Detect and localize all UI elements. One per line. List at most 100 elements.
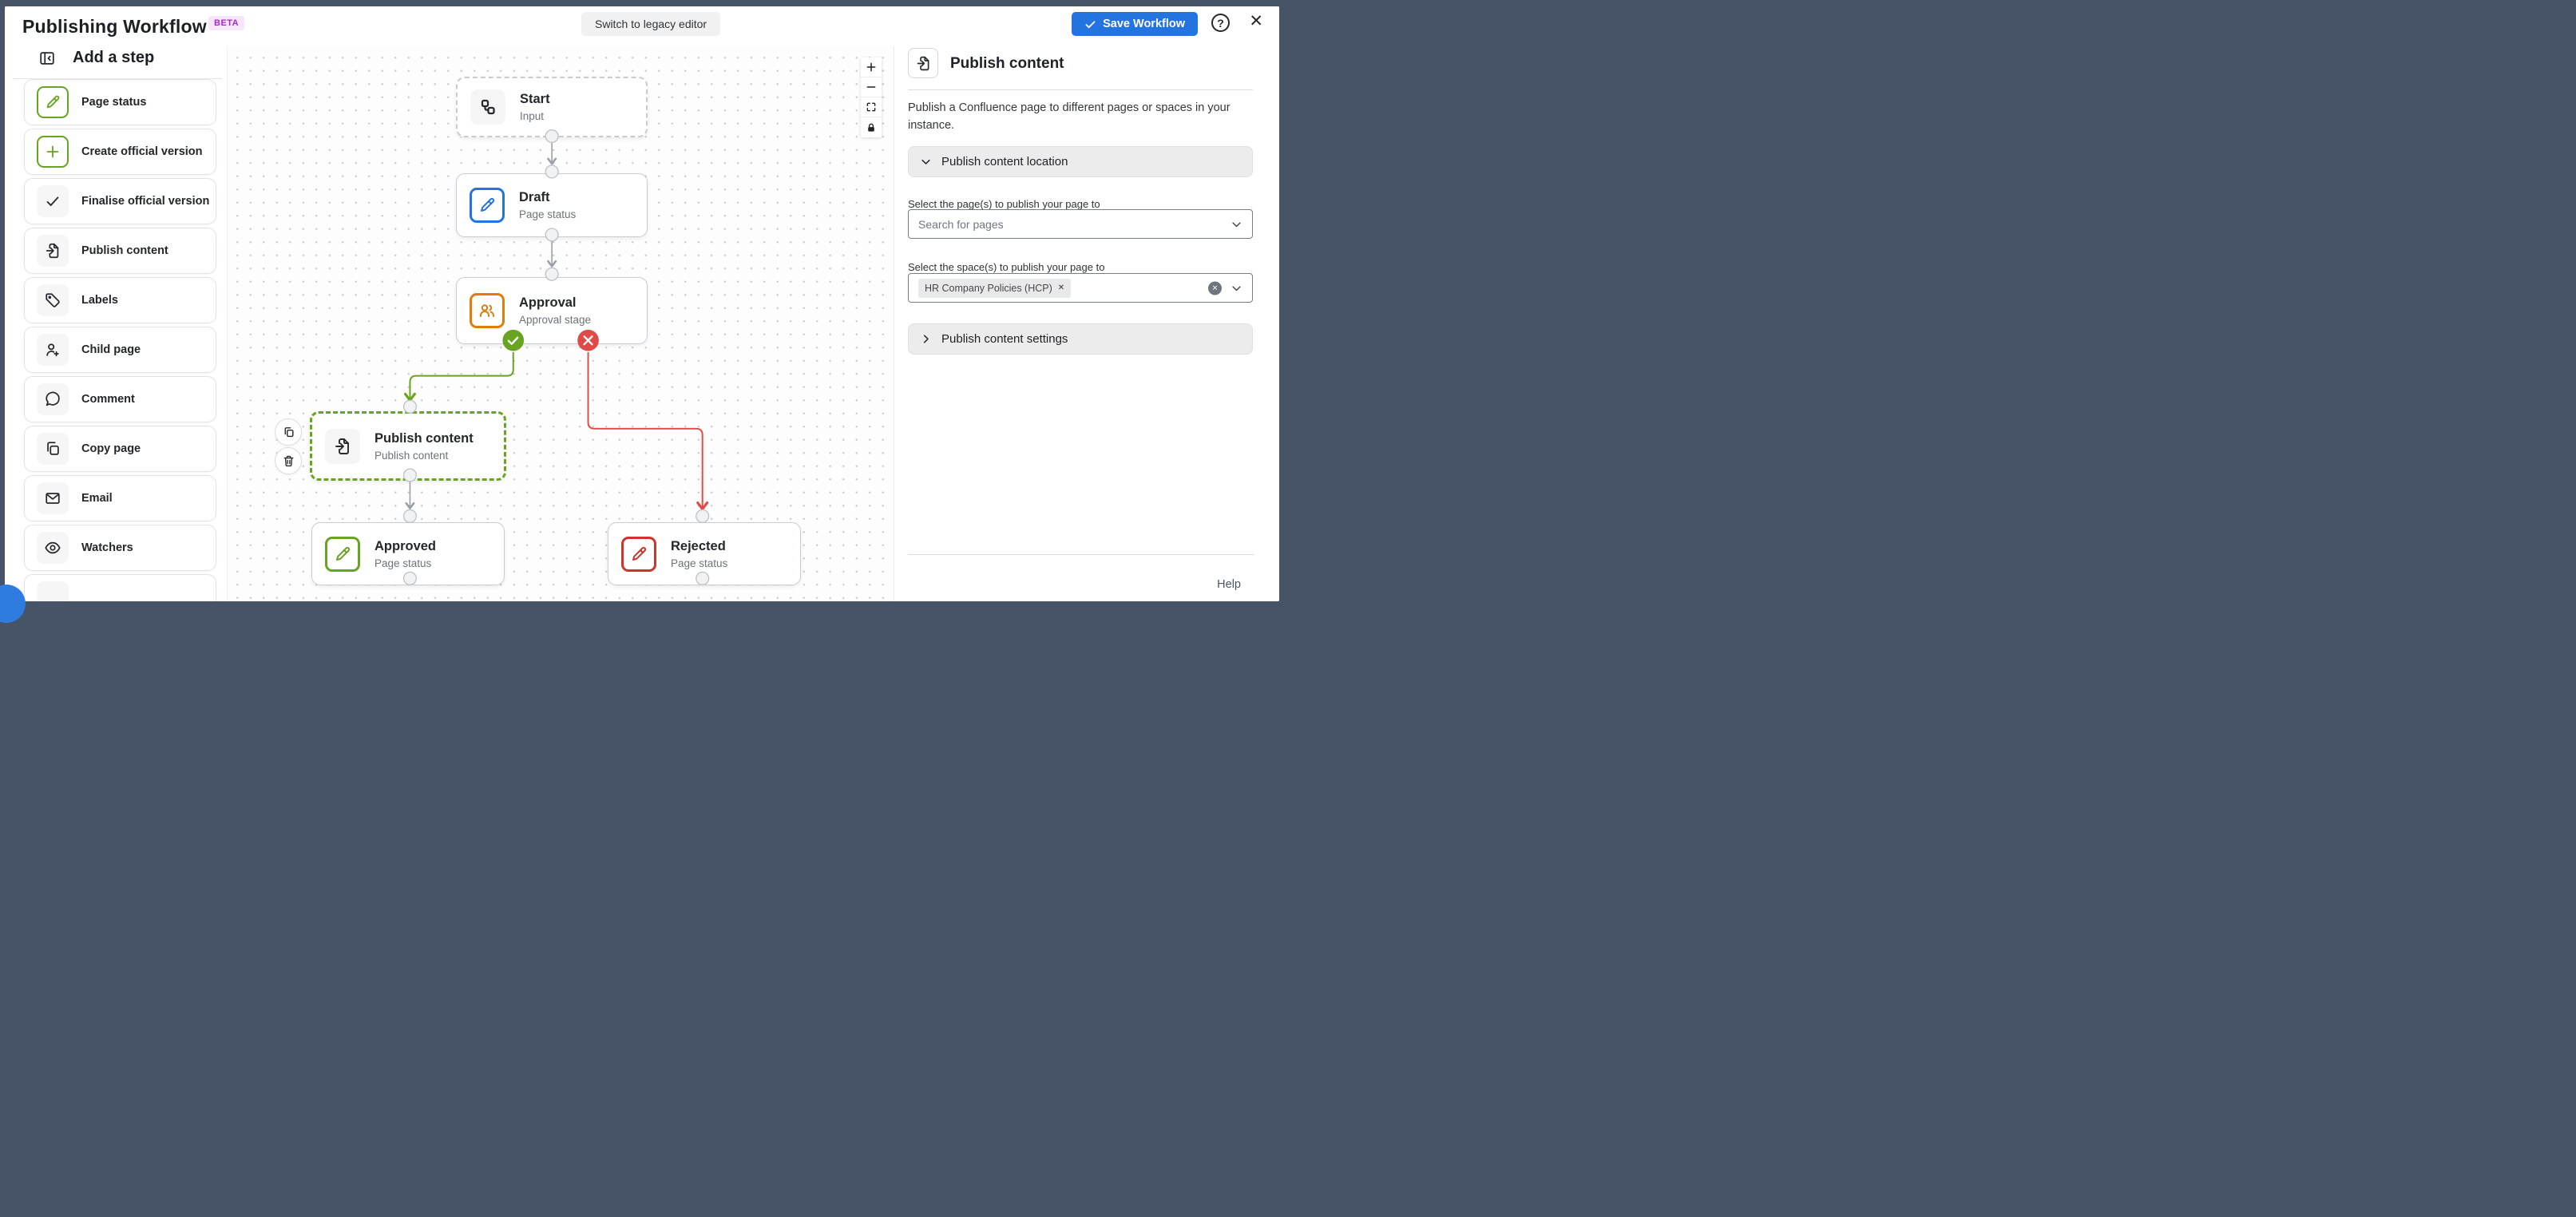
collapse-panel-icon[interactable] bbox=[38, 50, 56, 67]
sidebar-header: Add a step bbox=[5, 48, 227, 79]
accordion-label: Publish content location bbox=[941, 155, 1068, 168]
chevron-down-icon[interactable] bbox=[1231, 282, 1242, 294]
node-title: Start bbox=[520, 92, 550, 106]
sidebar-item-labels[interactable]: Labels bbox=[24, 277, 216, 323]
panel-divider bbox=[908, 89, 1253, 90]
node-title: Approval bbox=[519, 295, 577, 310]
close-icon[interactable]: ✕ bbox=[1249, 12, 1263, 30]
sidebar-item-label: Copy page bbox=[81, 442, 141, 455]
node-subtitle: Input bbox=[520, 110, 545, 122]
check-icon bbox=[37, 185, 69, 217]
save-workflow-label: Save Workflow bbox=[1103, 18, 1185, 30]
comment-icon bbox=[37, 383, 69, 415]
node-subtitle: Page status bbox=[671, 557, 728, 569]
sidebar-item-comment[interactable]: Comment bbox=[24, 376, 216, 422]
add-step-sidebar: Add a step Page status Create official v… bbox=[5, 46, 228, 601]
node-title: Draft bbox=[519, 190, 550, 204]
switch-to-legacy-editor-button[interactable]: Switch to legacy editor bbox=[581, 12, 721, 36]
app-window: Publishing Workflow BETA Switch to legac… bbox=[5, 6, 1279, 601]
pages-select-input[interactable]: Search for pages bbox=[908, 209, 1253, 239]
help-link[interactable]: Help bbox=[1217, 578, 1241, 591]
sidebar-item-page-status[interactable]: Page status bbox=[24, 79, 216, 125]
node-title: Approved bbox=[375, 538, 437, 553]
sidebar-item-watchers[interactable]: Watchers bbox=[24, 525, 216, 571]
fit-view-button[interactable] bbox=[861, 97, 882, 117]
node-subtitle: Page status bbox=[375, 557, 432, 569]
sidebar-divider bbox=[13, 78, 222, 79]
sidebar-item-publish-content[interactable]: Publish content bbox=[24, 228, 216, 274]
page-title: Publishing Workflow bbox=[22, 16, 207, 37]
plus-icon bbox=[37, 136, 69, 168]
publish-content-settings-accordion[interactable]: Publish content settings bbox=[908, 323, 1253, 355]
sidebar-item-label: Email bbox=[81, 492, 113, 505]
node-title: Rejected bbox=[671, 538, 726, 553]
chevron-down-icon[interactable] bbox=[1231, 218, 1242, 230]
copy-icon bbox=[37, 433, 69, 465]
node-title: Publish content bbox=[375, 430, 474, 446]
zoom-out-button[interactable] bbox=[861, 77, 882, 97]
check-icon bbox=[1085, 20, 1096, 28]
sidebar-item-child-page[interactable]: Child page bbox=[24, 327, 216, 373]
sidebar-item-label: Create official version bbox=[81, 145, 203, 158]
sidebar-item-label: Comment bbox=[81, 393, 135, 406]
panel-footer-divider bbox=[908, 554, 1254, 555]
copy-icon bbox=[284, 426, 294, 437]
duplicate-node-button[interactable] bbox=[275, 418, 302, 446]
sidebar-title: Add a step bbox=[73, 49, 155, 66]
person-add-icon bbox=[37, 334, 69, 366]
remove-tag-icon[interactable]: ✕ bbox=[1057, 283, 1065, 292]
sidebar-item-label: Watchers bbox=[81, 541, 133, 554]
delete-node-button[interactable] bbox=[275, 447, 302, 474]
node-subtitle: Approval stage bbox=[519, 314, 592, 326]
canvas-controls bbox=[861, 57, 882, 137]
sidebar-item-label: Publish content bbox=[81, 244, 168, 257]
zoom-in-button[interactable] bbox=[861, 57, 882, 77]
email-icon bbox=[37, 482, 69, 514]
sidebar-item-label: Labels bbox=[81, 294, 118, 307]
publish-icon bbox=[325, 428, 360, 464]
spaces-field-label: Select the space(s) to publish your page… bbox=[908, 261, 1105, 273]
chevron-down-icon bbox=[921, 159, 930, 165]
edge-approval-rejected bbox=[587, 352, 709, 511]
beta-badge: BETA bbox=[208, 16, 245, 30]
workflow-icon bbox=[470, 89, 505, 125]
header: Publishing Workflow BETA Switch to legac… bbox=[5, 6, 1279, 46]
sidebar-item-label: Finalise official version bbox=[81, 195, 210, 208]
clear-all-icon[interactable]: ✕ bbox=[1208, 281, 1222, 295]
lock-button[interactable] bbox=[861, 117, 882, 137]
panel-title: Publish content bbox=[950, 55, 1064, 72]
pencil-icon bbox=[621, 536, 656, 572]
sidebar-item-email[interactable]: Email bbox=[24, 475, 216, 521]
pencil-icon bbox=[325, 536, 360, 572]
save-workflow-button[interactable]: Save Workflow bbox=[1072, 12, 1198, 36]
space-tag[interactable]: HR Company Policies (HCP) ✕ bbox=[918, 278, 1072, 298]
chevron-right-icon bbox=[923, 335, 929, 343]
sidebar-item-label: Page status bbox=[81, 96, 147, 109]
pages-field-label: Select the page(s) to publish your page … bbox=[908, 198, 1100, 210]
help-icon[interactable]: ? bbox=[1211, 14, 1230, 32]
eye-icon bbox=[37, 532, 69, 564]
sidebar-item-copy-page[interactable]: Copy page bbox=[24, 426, 216, 472]
publish-content-location-accordion[interactable]: Publish content location bbox=[908, 146, 1253, 177]
publish-icon bbox=[908, 48, 938, 78]
space-tag-label: HR Company Policies (HCP) bbox=[925, 282, 1052, 294]
sidebar-item-create-official-version[interactable]: Create official version bbox=[24, 129, 216, 175]
sidebar-item-finalise-official-version[interactable]: Finalise official version bbox=[24, 178, 216, 224]
step-icon bbox=[37, 581, 69, 601]
pencil-icon bbox=[37, 86, 69, 118]
sidebar-item-partial[interactable] bbox=[24, 574, 216, 601]
accordion-label: Publish content settings bbox=[941, 332, 1068, 346]
tag-icon bbox=[37, 284, 69, 316]
pencil-icon bbox=[470, 188, 505, 223]
trash-icon bbox=[283, 455, 293, 466]
spaces-select-input[interactable]: HR Company Policies (HCP) ✕ ✕ bbox=[908, 273, 1253, 303]
node-subtitle: Publish content bbox=[375, 449, 449, 462]
sidebar-item-label: Child page bbox=[81, 343, 141, 356]
